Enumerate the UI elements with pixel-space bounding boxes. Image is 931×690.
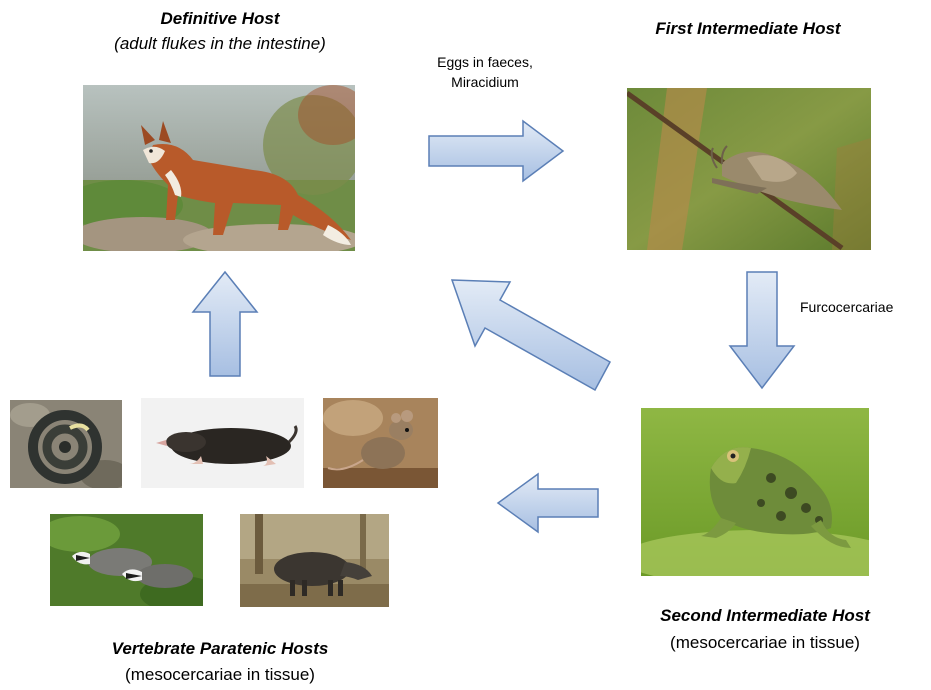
- arrow-right-eggs: [427, 118, 565, 184]
- arrow-up-to-definitive: [191, 270, 259, 378]
- second-intermediate-host-subtitle: (mesocercariae in tissue): [635, 632, 895, 655]
- first-intermediate-host-title: First Intermediate Host: [618, 18, 878, 41]
- mole-image: [141, 398, 304, 488]
- furcocercariae-label: Furcocercariae: [800, 298, 925, 318]
- snail-image: [627, 88, 871, 250]
- fox-image: [83, 85, 355, 251]
- frog-icon: [641, 408, 869, 576]
- mouse-image: [323, 398, 438, 488]
- arrow-diagonal-to-definitive: [440, 270, 615, 395]
- arrow-left-to-paratenic: [496, 472, 600, 534]
- fox-icon: [83, 85, 355, 251]
- paratenic-hosts-title: Vertebrate Paratenic Hosts: [60, 638, 380, 661]
- badger-icon: [50, 514, 203, 606]
- arrow-down-furcocercariae: [728, 270, 796, 390]
- definitive-host-title: Definitive Host: [90, 8, 350, 31]
- boar-icon: [240, 514, 389, 607]
- mole-icon: [141, 398, 304, 488]
- badger-image: [50, 514, 203, 606]
- eggs-line-2: Miracidium: [410, 73, 560, 93]
- boar-image: [240, 514, 389, 607]
- second-intermediate-host-title: Second Intermediate Host: [625, 605, 905, 628]
- snail-icon: [627, 88, 871, 250]
- frog-image: [641, 408, 869, 576]
- eggs-line-1: Eggs in faeces,: [410, 53, 560, 73]
- paratenic-hosts-subtitle: (mesocercariae in tissue): [90, 664, 350, 687]
- snake-image: [10, 400, 122, 488]
- mouse-icon: [323, 398, 438, 488]
- definitive-host-subtitle: (adult flukes in the intestine): [70, 33, 370, 56]
- snake-icon: [10, 400, 122, 488]
- eggs-stage-label: Eggs in faeces, Miracidium: [410, 53, 560, 92]
